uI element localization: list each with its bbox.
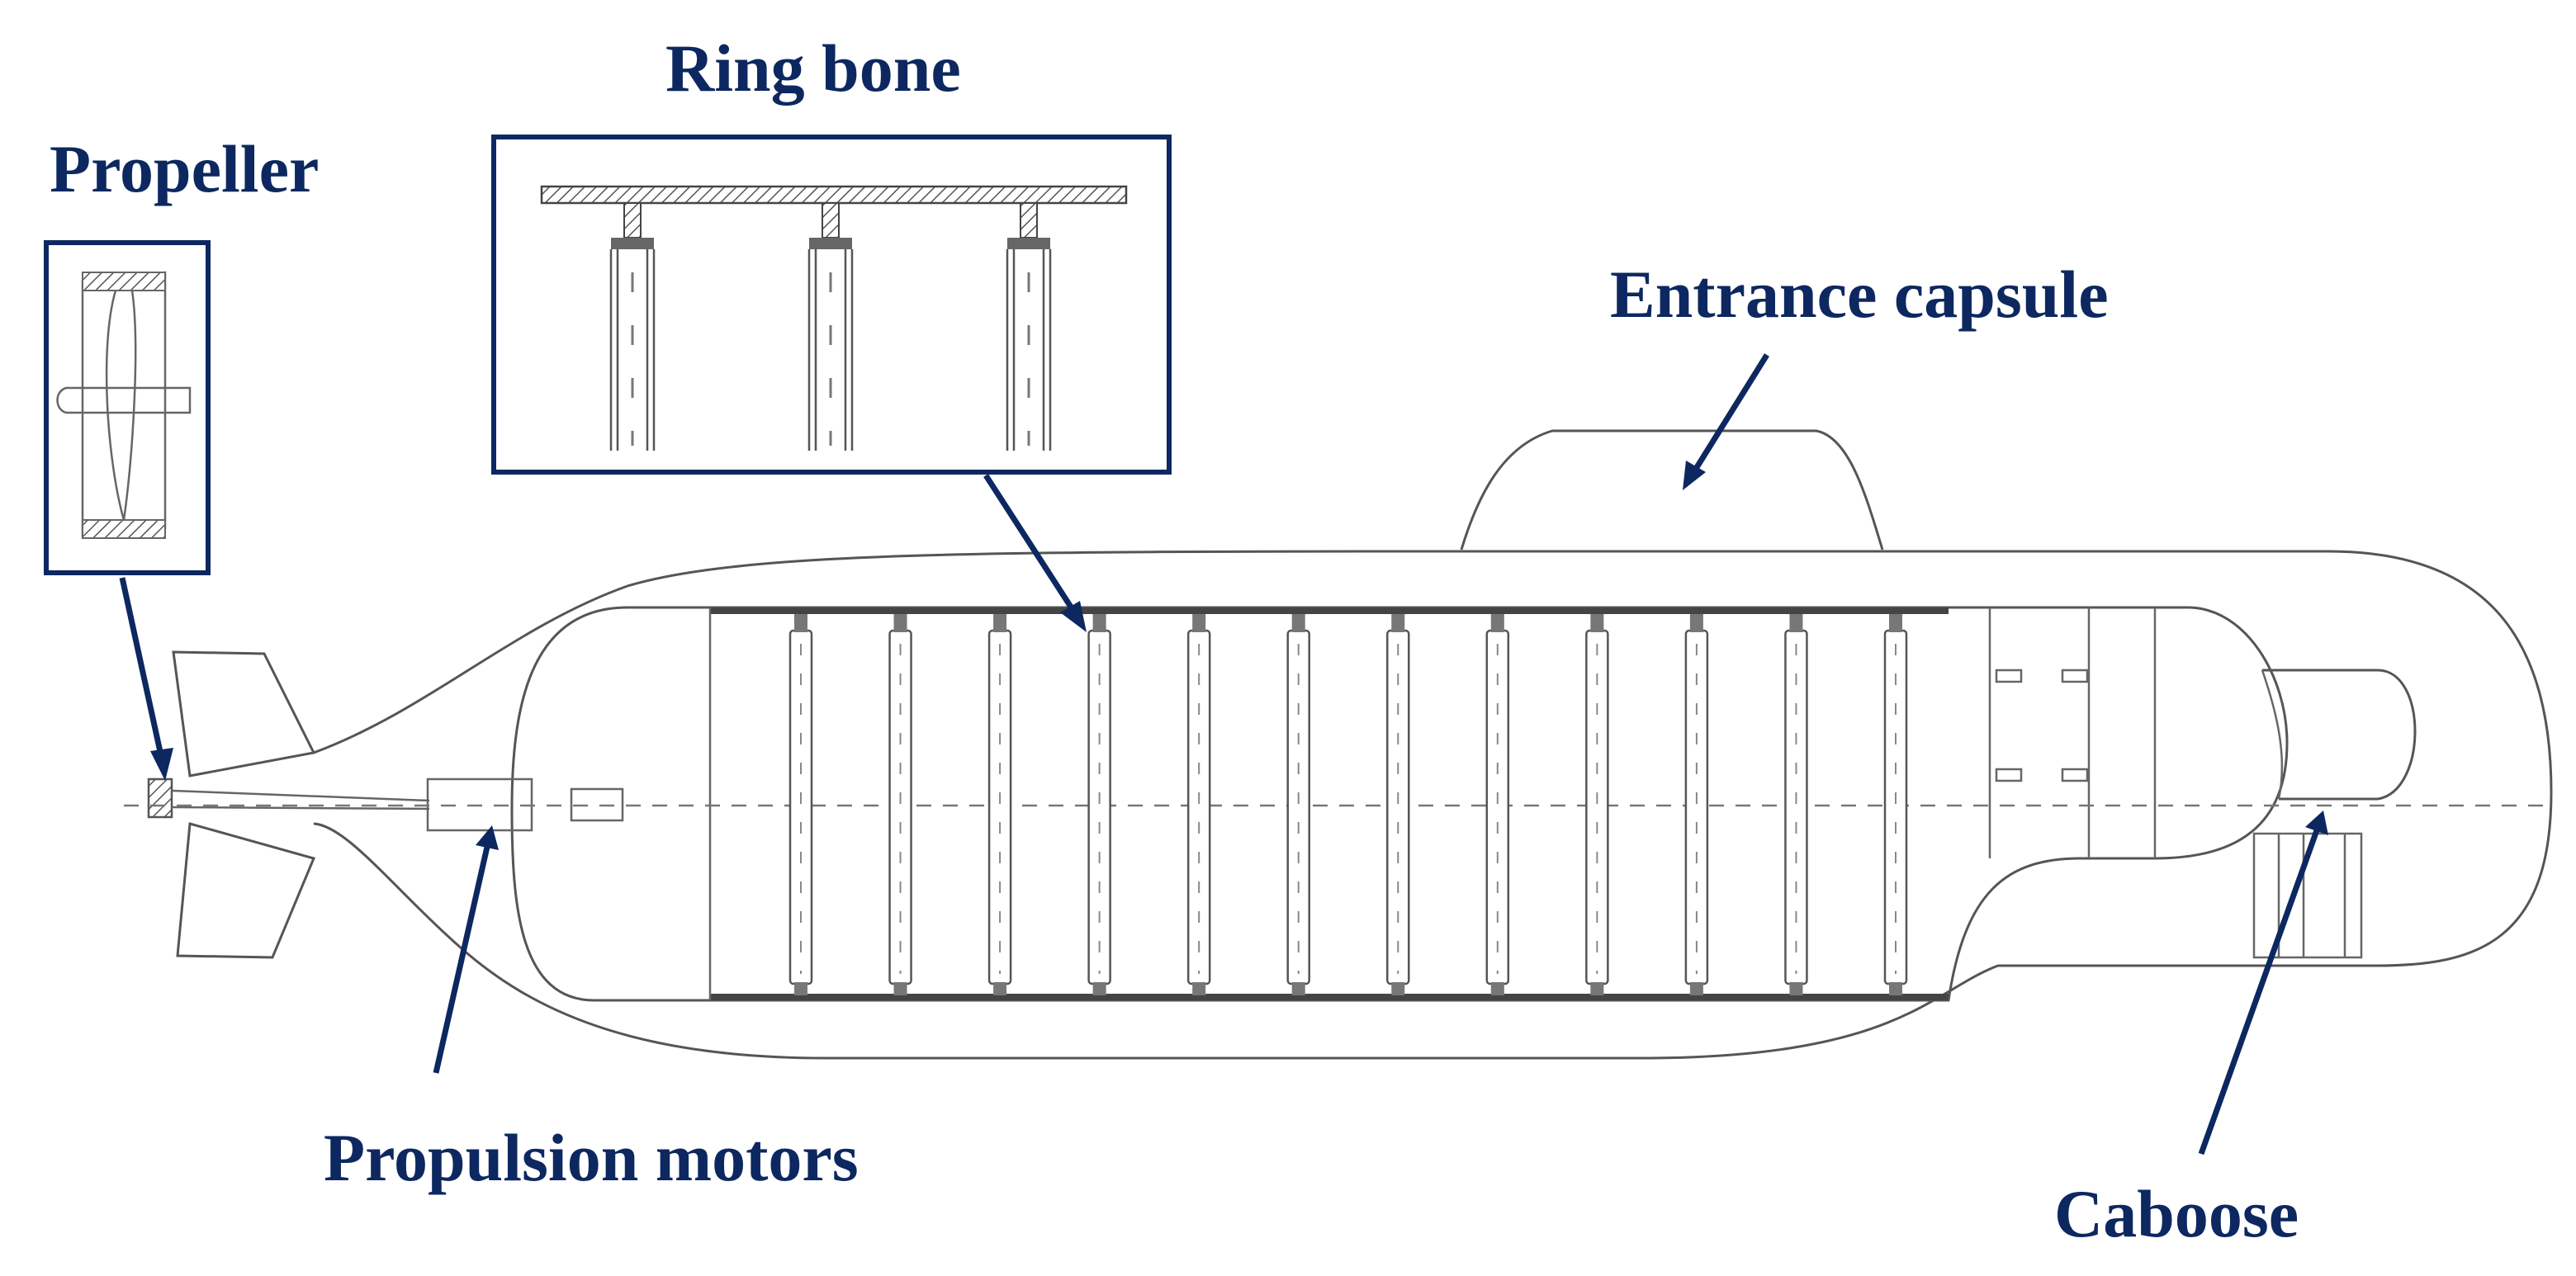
label-caboose: Caboose — [2054, 1176, 2299, 1251]
ring-bone — [1585, 614, 1609, 995]
ring-bone-inset — [491, 135, 1172, 475]
lower-tail-fin — [176, 822, 316, 959]
inset-ring-bones — [609, 202, 1052, 451]
pressure-hull — [510, 606, 2289, 1002]
aft-compartment — [1988, 607, 2157, 858]
ring-bone — [788, 614, 813, 995]
arrow-propulsion-motors — [433, 825, 499, 1074]
stern-propeller-hub — [147, 777, 430, 819]
ring-bone — [1386, 614, 1410, 995]
ring-bone — [888, 614, 912, 995]
ring-bone — [1684, 614, 1709, 995]
caboose-shape — [2252, 669, 2417, 959]
inset-ring-bone — [807, 202, 854, 451]
label-entrance-capsule: Entrance capsule — [1610, 257, 2109, 332]
ring-bone — [987, 614, 1012, 995]
inset-ring-bone — [1006, 202, 1052, 451]
upper-tail-fin — [172, 650, 316, 777]
arrow-entrance-capsule — [1683, 353, 1769, 490]
label-propulsion-motors: Propulsion motors — [324, 1120, 859, 1195]
ring-bone — [1286, 614, 1310, 995]
inset-ring-bone — [609, 202, 656, 451]
arrow-caboose — [2198, 810, 2328, 1155]
arrow-propeller — [119, 577, 173, 781]
label-propeller: Propeller — [50, 131, 319, 206]
propulsion-motor-aux — [570, 787, 624, 822]
ring-bone — [1087, 614, 1111, 995]
entrance-capsule-shape — [1460, 429, 1884, 551]
ring-bone — [1883, 614, 1908, 995]
label-ring-bone: Ring bone — [665, 31, 961, 106]
outer-hull — [313, 550, 2553, 1060]
ring-bone — [1784, 614, 1808, 995]
ring-bone — [1186, 614, 1211, 995]
ring-bones — [788, 614, 1908, 995]
propeller-inset — [44, 240, 211, 575]
arrow-ring-bone — [983, 474, 1087, 632]
ring-bone — [1485, 614, 1510, 995]
